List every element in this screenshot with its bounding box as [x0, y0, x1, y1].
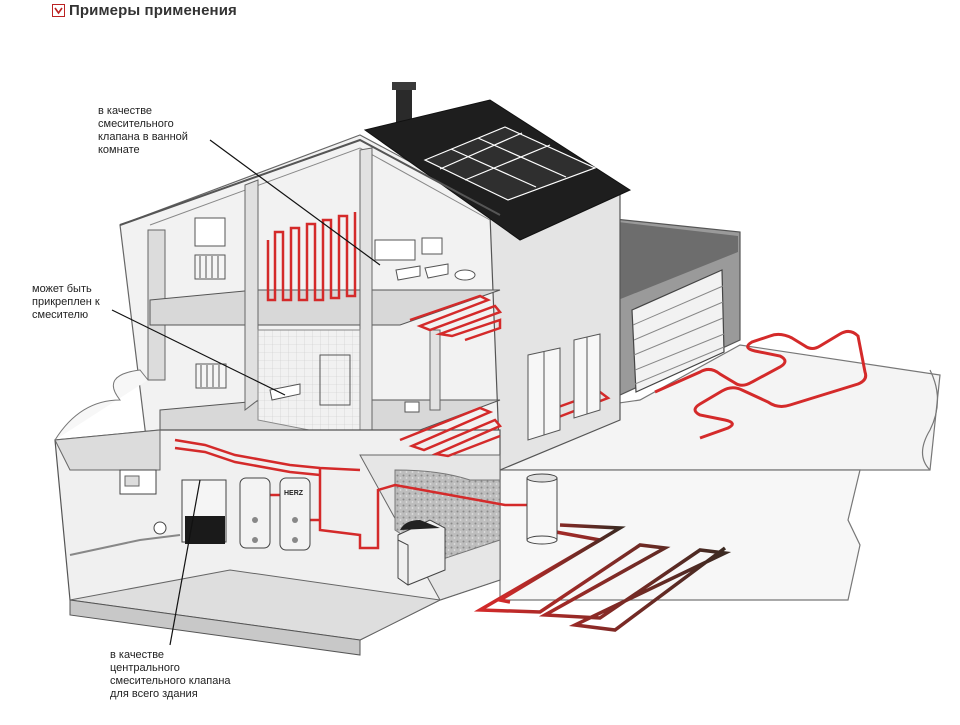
- outdoor-storage-tank: [526, 473, 558, 545]
- ground: [499, 344, 941, 601]
- checkbox-icon: [52, 3, 65, 17]
- callout-faucet-mount: может быть прикреплен к смесителю: [32, 283, 100, 321]
- callout-leaders: [111, 139, 381, 646]
- brand-label: HERZ: [284, 490, 304, 497]
- leader-faucet: [111, 309, 286, 396]
- leader-central: [169, 479, 201, 646]
- windows: [527, 333, 601, 441]
- washbasin: [395, 265, 421, 281]
- storage-tank-2: HERZ: [279, 477, 311, 551]
- page-header: Примеры применения: [52, 0, 237, 20]
- toilet: [454, 269, 476, 281]
- geothermal-loops: [473, 523, 732, 632]
- radiators: [194, 217, 227, 389]
- upper-bathroom: [374, 237, 476, 281]
- storage-tank-1: [239, 477, 271, 549]
- driveway-heating-loop: [654, 329, 868, 440]
- callout-central-mixer: в качестве центрального смесительного кл…: [110, 649, 231, 700]
- callout-bathroom-mixer: в качестве смесительного клапана в ванно…: [98, 105, 188, 156]
- shower: [319, 354, 351, 406]
- page-title: Примеры применения: [69, 1, 237, 19]
- floor-heating-upper: [409, 294, 503, 342]
- washbasin-mid: [269, 383, 301, 401]
- basement-equipment: HERZ: [69, 469, 558, 586]
- wall-heating-upper: [266, 212, 357, 302]
- mid-bathroom: [269, 354, 420, 413]
- solar-panels: [423, 126, 597, 201]
- boiler: [397, 519, 446, 586]
- garage: [604, 217, 741, 396]
- leader-bathroom: [209, 139, 381, 266]
